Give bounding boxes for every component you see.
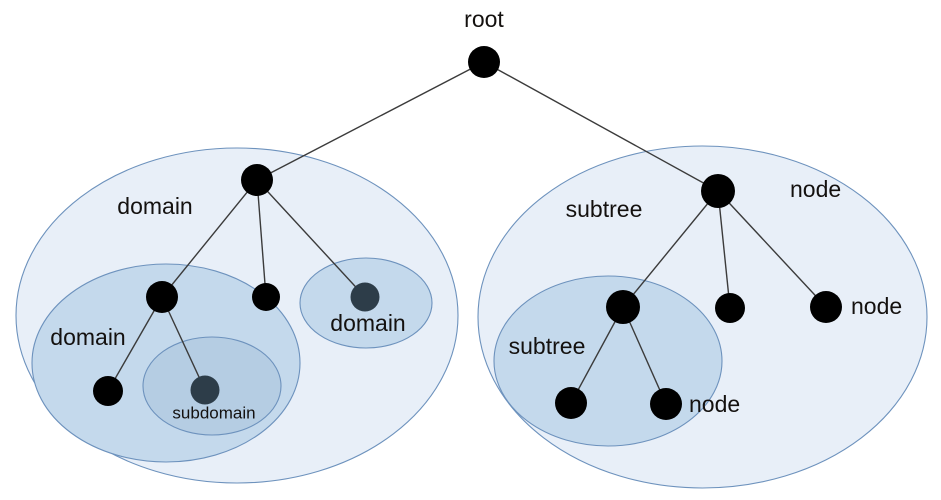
tree-node-l-a1 [93, 376, 123, 406]
edge-r-root-to-r-b [717, 190, 731, 309]
region-label-right-inner-subtree: subtree [509, 333, 586, 359]
region-label-left-inner-domain: domain [50, 324, 125, 350]
edge-r-root-to-r-c [717, 190, 827, 308]
region-labels-layer: domain domain subdomain domain subtree subtre… [50, 193, 642, 422]
tree-node-root [468, 46, 500, 78]
tree-node-r-b [715, 293, 745, 323]
edge-l-root-to-l-a [161, 179, 258, 298]
region-label-right-outer-subtree: subtree [566, 196, 643, 222]
edges-layer [107, 61, 827, 405]
region-label-left-outer-domain: domain [117, 193, 192, 219]
edge-r-a-to-r-a2 [622, 306, 667, 405]
edge-l-root-to-l-b [256, 179, 267, 298]
edge-l-a-to-l-a2 [161, 296, 206, 391]
edge-root-to-r-root [483, 61, 719, 192]
nodes-layer [93, 46, 842, 420]
tree-node-r-a [606, 290, 640, 324]
tree-node-r-a2 [650, 388, 682, 420]
tree-node-r-root [701, 174, 735, 208]
node-label-far-node-label: node [851, 293, 902, 319]
node-label-leaf-node-label: node [689, 391, 740, 417]
tree-node-l-a [146, 281, 178, 313]
edge-r-root-to-r-a [622, 190, 719, 308]
tree-node-r-c [810, 291, 842, 323]
tree-node-l-root [241, 164, 273, 196]
edge-root-to-l-root [256, 61, 485, 181]
node-label-root-label: root [464, 6, 504, 32]
edge-r-a-to-r-a1 [570, 306, 624, 404]
node-labels-layer: root node node node [464, 6, 902, 417]
edge-l-a-to-l-a1 [107, 296, 163, 392]
tree-node-l-b [252, 283, 280, 311]
tree-node-l-c [350, 282, 380, 312]
node-label-right-node-label: node [790, 176, 841, 202]
edge-l-root-to-l-c [256, 179, 366, 298]
tree-node-r-a1 [555, 387, 587, 419]
tree-node-l-a2 [190, 375, 220, 405]
region-label-left-small-domain: domain [330, 310, 405, 336]
region-label-left-subdomain: subdomain [172, 403, 255, 422]
